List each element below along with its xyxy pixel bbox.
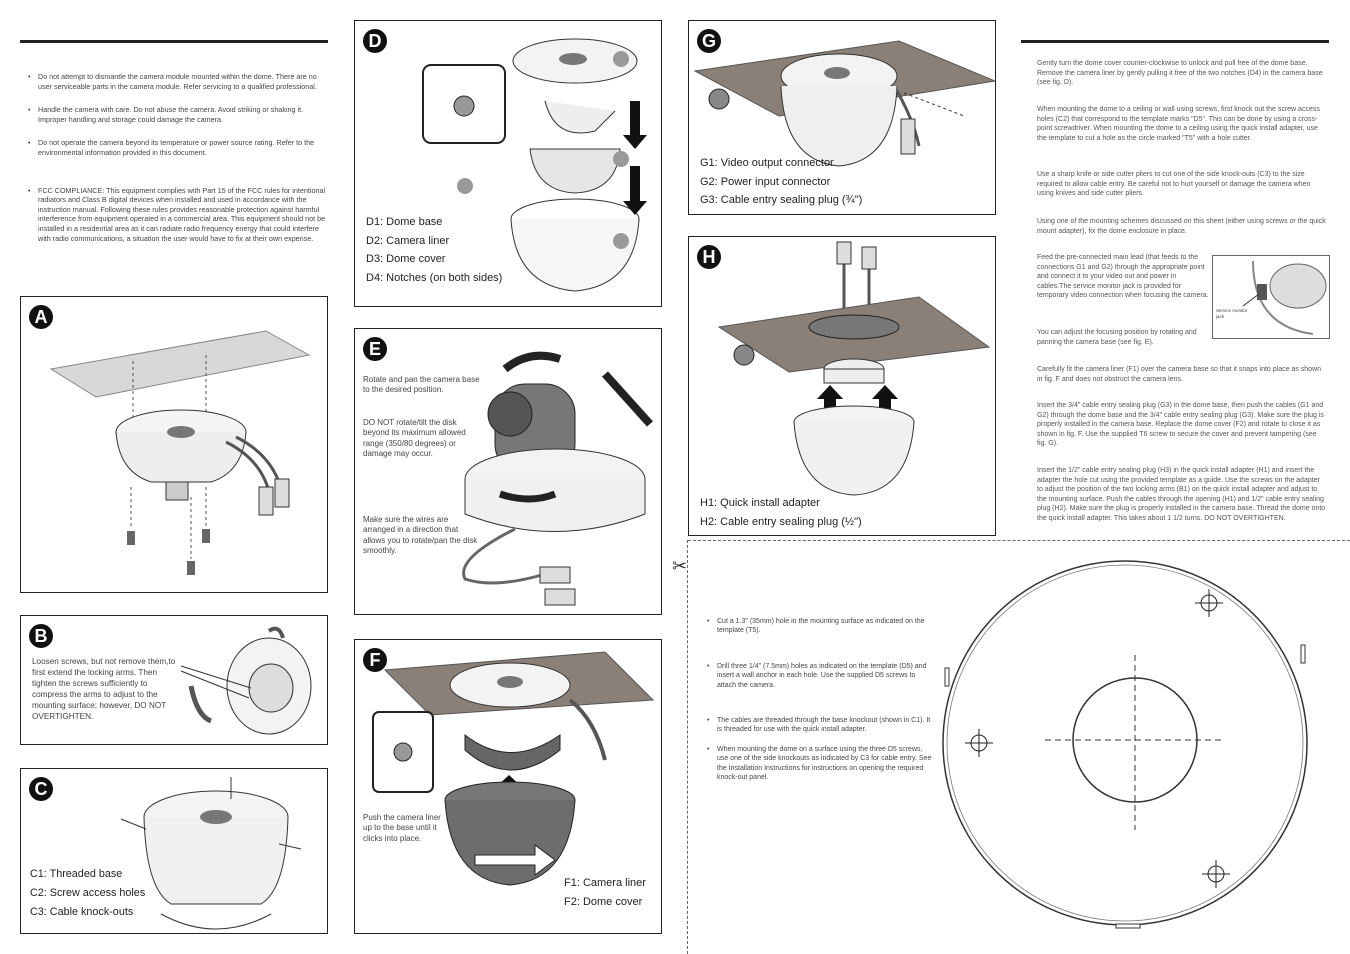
ceiling-mount-illustration xyxy=(49,330,311,575)
panel-letter: C xyxy=(29,777,53,801)
panel-c-captions: C1: Threaded base C2: Screw access holes… xyxy=(30,865,145,922)
caption-g2: G2: Power input connector xyxy=(700,175,831,188)
panel-f-captions: F1: Camera liner F2: Dome cover xyxy=(564,874,646,911)
panel-h: H H1: Quick install adapter H2: Cable en… xyxy=(688,236,996,536)
caption-c1: C1: Threaded base xyxy=(30,868,123,880)
warning-item: Do not attempt to dismantle the camera m… xyxy=(28,72,330,91)
template-bullet: Drill three 1/4" (7.5mm) holes as indica… xyxy=(707,662,935,690)
panel-d: D D1: Dome base D2: Camera liner D3: Dom… xyxy=(354,20,662,307)
service-jack-label: Service monitor jack xyxy=(1216,308,1248,319)
panel-letter: E xyxy=(363,337,387,361)
caption-g1: G1: Video output connector xyxy=(700,157,834,169)
dome-disassembly-illustration xyxy=(422,38,647,292)
cable-plug-illustration xyxy=(693,40,995,167)
panel-letter: D xyxy=(363,29,387,53)
caption-f2: F2: Dome cover xyxy=(564,895,643,908)
right-para-9: Insert the 1/2" cable entry sealing plug… xyxy=(1037,467,1326,522)
right-para-7: Carefully fit the camera liner (F1) over… xyxy=(1037,366,1322,383)
warning-item: Do not operate the camera beyond its tem… xyxy=(28,138,330,157)
caption-g3: G3: Cable entry sealing plug (¾") xyxy=(700,194,863,206)
caption-c2: C2: Screw access holes xyxy=(30,887,146,899)
scissors-icon: ✂ xyxy=(672,556,688,576)
panel-g: G G1: Video output connector G2: Power i… xyxy=(688,20,996,215)
service-jack-inset: Service monitor jack xyxy=(1212,255,1330,339)
warning-item: Handle the camera with care. Do not abus… xyxy=(28,105,330,124)
right-para-8: Insert the 3/4" cable entry sealing plug… xyxy=(1037,402,1324,448)
quick-install-adapter-illustration xyxy=(717,241,991,496)
cut-line-vertical xyxy=(687,540,688,954)
template-bullet: The cables are threaded through the base… xyxy=(707,716,935,735)
locking-arms-illustration xyxy=(180,626,312,735)
service-jack-illustration xyxy=(1242,260,1327,335)
template-bullet: Cut a 1.3" (35mm) hole in the mounting s… xyxy=(707,617,935,636)
left-header-rule xyxy=(20,40,328,43)
panel-e-note-wires: Make sure the wires are arranged in a di… xyxy=(363,515,478,556)
left-warnings: Do not attempt to dismantle the camera m… xyxy=(28,72,330,257)
panel-f-note: Push the camera liner up to the base unt… xyxy=(363,813,441,843)
panel-f: F Push the camera liner up to the base u… xyxy=(354,639,662,934)
panel-g-captions: G1: Video output connector G2: Power inp… xyxy=(700,154,862,210)
caption-h2: H2: Cable entry sealing plug (½") xyxy=(700,515,862,528)
panel-letter: F xyxy=(363,648,387,672)
cut-line-horizontal xyxy=(688,540,1350,541)
right-para-6: You can adjust the focusing position by … xyxy=(1037,329,1197,346)
caption-c3: C3: Cable knock-outs xyxy=(30,906,134,918)
right-para-4: Using one of the mounting schemes discus… xyxy=(1037,218,1326,235)
template-bullet: When mounting the dome on a surface usin… xyxy=(707,745,935,783)
panel-letter: A xyxy=(29,305,53,329)
right-para-1: Gently turn the dome cover counter-clock… xyxy=(1037,60,1323,87)
panel-b-instructions: Loosen screws, but not remove them,to fi… xyxy=(32,657,176,721)
panel-d-captions: D1: Dome base D2: Camera liner D3: Dome … xyxy=(366,213,502,287)
panel-a: A xyxy=(20,296,328,593)
caption-d3: D3: Dome cover xyxy=(366,253,446,265)
panel-letter: B xyxy=(29,624,53,648)
panel-e: E Rotate and pan the camera base to the … xyxy=(354,328,662,615)
panel-e-note-rotate: Rotate and pan the camera base to the de… xyxy=(363,375,480,395)
panel-letter: H xyxy=(697,245,721,269)
caption-f1: F1: Camera liner xyxy=(564,877,646,889)
dome-base-illustration xyxy=(120,777,302,930)
camera-rotate-illustration xyxy=(462,351,653,606)
caption-d4: D4: Notches (on both sides) xyxy=(366,271,503,284)
camera-liner-install-illustration xyxy=(372,651,655,886)
caption-d1: D1: Dome base xyxy=(366,216,443,228)
right-para-3: Use a sharp knife or side cutter pliers … xyxy=(1037,171,1311,198)
panel-letter: G xyxy=(697,29,721,53)
caption-h1: H1: Quick install adapter xyxy=(700,497,820,509)
warning-item: FCC COMPLIANCE: This equipment complies … xyxy=(28,186,330,244)
panel-c: C C1: Threaded base C2: Screw access hol… xyxy=(20,768,328,934)
right-header-rule xyxy=(1021,40,1329,43)
right-para-2: When mounting the dome to a ceiling or w… xyxy=(1037,106,1320,142)
panel-e-note-warning: DO NOT rotate/tilt the disk beyond its m… xyxy=(363,418,466,459)
panel-b: B Loosen screws, but not remove them,to … xyxy=(20,615,328,745)
caption-d2: D2: Camera liner xyxy=(366,234,450,247)
template-instructions: Cut a 1.3" (35mm) hole in the mounting s… xyxy=(707,617,935,796)
panel-h-captions: H1: Quick install adapter H2: Cable entr… xyxy=(700,494,862,531)
right-para-5: Feed the pre-connected main lead (that f… xyxy=(1037,254,1209,300)
